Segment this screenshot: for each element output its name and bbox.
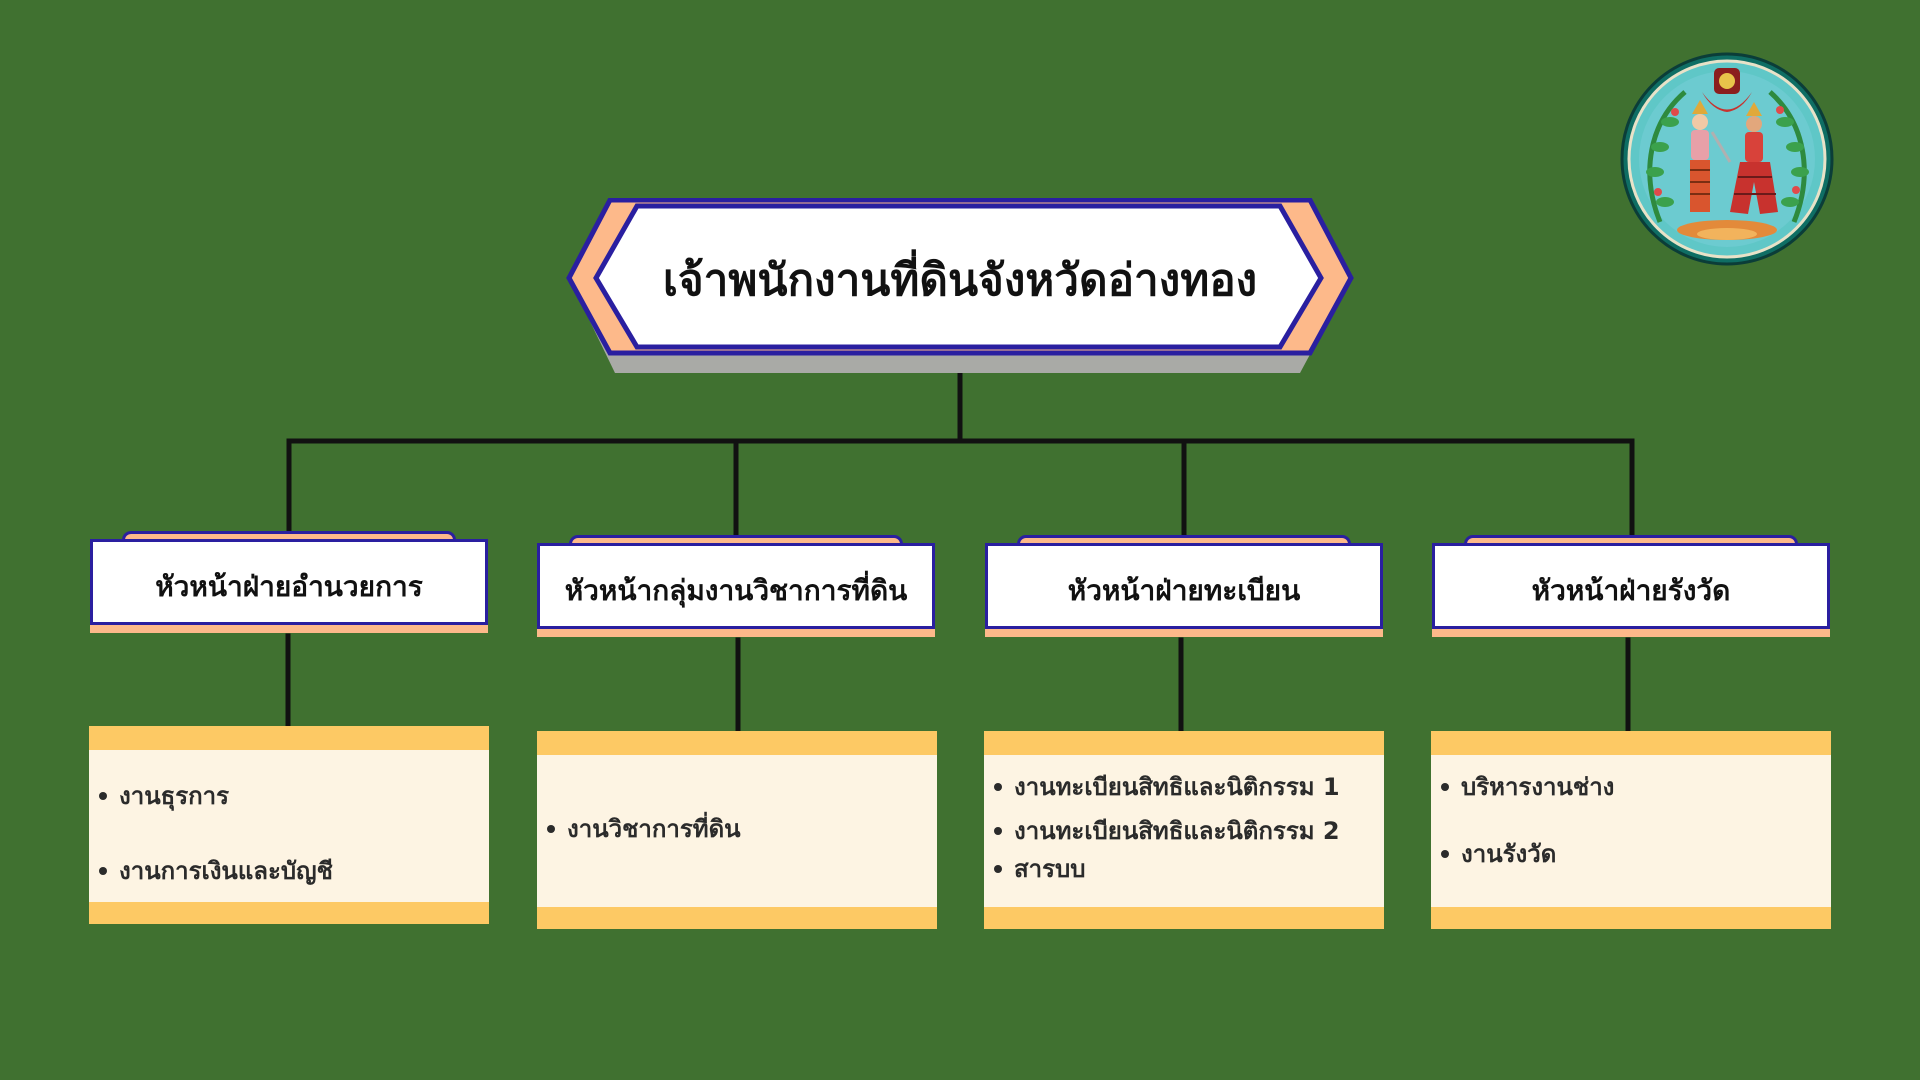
department-label: หัวหน้าฝ่ายอำนวยการ bbox=[155, 570, 423, 603]
task-band-top bbox=[984, 731, 1384, 755]
task-item: งานทะเบียนสิทธิและนิติกรรม 1 bbox=[994, 767, 1340, 806]
card-body: หัวหน้าฝ่ายรังวัด bbox=[1432, 543, 1830, 629]
task-item: งานวิชาการที่ดิน bbox=[547, 809, 741, 848]
card-body: หัวหน้ากลุ่มงานวิชาการที่ดิน bbox=[537, 543, 935, 629]
department-label: หัวหน้าฝ่ายรังวัด bbox=[1531, 574, 1731, 607]
banner-inner bbox=[593, 203, 1324, 350]
title-banner bbox=[566, 198, 1354, 373]
task-item: งานรังวัด bbox=[1440, 834, 1556, 873]
task-band-top bbox=[89, 726, 489, 750]
task-band-bottom bbox=[537, 907, 937, 929]
task-item: บริหารงานช่าง bbox=[1440, 767, 1614, 806]
task-item: งานทะเบียนสิทธิและนิติกรรม 2 bbox=[994, 811, 1340, 850]
task-item: สารบบ bbox=[993, 849, 1085, 888]
department-card-administration: หัวหน้าฝ่ายอำนวยการ bbox=[90, 531, 488, 641]
task-item: งานการเงินและบัญชี bbox=[99, 851, 333, 890]
department-card-survey: หัวหน้าฝ่ายรังวัด bbox=[1432, 535, 1830, 645]
card-underline bbox=[1432, 629, 1830, 637]
department-card-registration: หัวหน้าฝ่ายทะเบียน bbox=[985, 535, 1383, 645]
department-label: หัวหน้าฝ่ายทะเบียน bbox=[1067, 574, 1301, 607]
card-underline bbox=[90, 625, 488, 633]
task-band-top bbox=[537, 731, 937, 755]
provincial-seal-icon bbox=[1620, 52, 1834, 266]
page-title: เจ้าพนักงานที่ดินจังหวัดอ่างทอง bbox=[662, 255, 1258, 306]
task-band-bottom bbox=[984, 907, 1384, 929]
task-box-survey: บริหารงานช่าง งานรังวัด bbox=[1431, 731, 1831, 929]
card-body: หัวหน้าฝ่ายอำนวยการ bbox=[90, 539, 488, 625]
task-item: งานธุรการ bbox=[98, 776, 229, 815]
task-box-technical: งานวิชาการที่ดิน bbox=[537, 731, 937, 929]
department-card-technical: หัวหน้ากลุ่มงานวิชาการที่ดิน bbox=[537, 535, 935, 645]
task-box-registration: งานทะเบียนสิทธิและนิติกรรม 1 งานทะเบียนส… bbox=[984, 731, 1384, 929]
card-body: หัวหน้าฝ่ายทะเบียน bbox=[985, 543, 1383, 629]
task-band-top bbox=[1431, 731, 1831, 755]
card-underline bbox=[537, 629, 935, 637]
card-underline bbox=[985, 629, 1383, 637]
task-band-bottom bbox=[89, 902, 489, 924]
task-box-administration: งานธุรการ งานการเงินและบัญชี bbox=[89, 726, 489, 924]
task-band-bottom bbox=[1431, 907, 1831, 929]
department-label: หัวหน้ากลุ่มงานวิชาการที่ดิน bbox=[564, 574, 908, 607]
